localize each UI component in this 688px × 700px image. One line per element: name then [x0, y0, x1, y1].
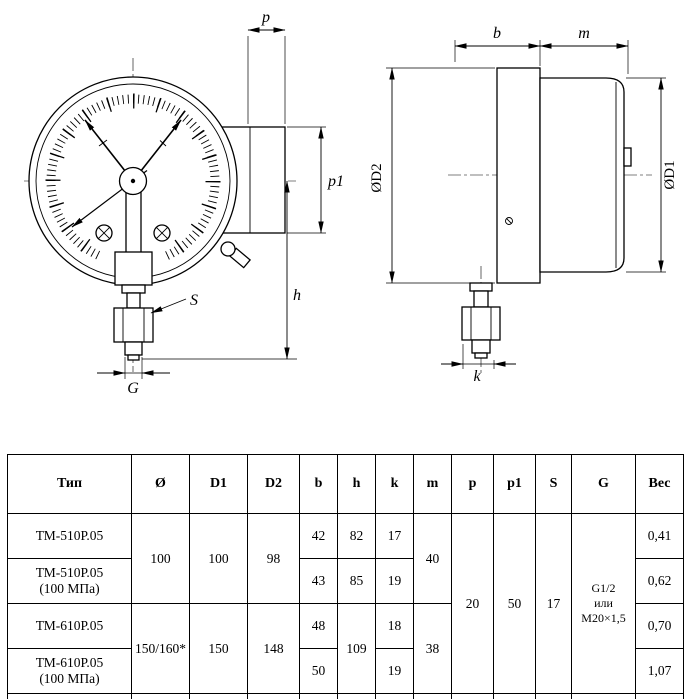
cell-d1: 150 [189, 603, 248, 694]
cell-b: 48 [299, 603, 338, 649]
cell-weight: 1,07 [635, 648, 684, 694]
dimensions-table: Тип Ø D1 D2 b h k m p p1 S G Вес ТМ-510Р… [7, 454, 684, 699]
cell-h: 109 [337, 603, 376, 694]
header-h: h [337, 454, 376, 514]
header-weight: Вес [635, 454, 684, 514]
dimension-d1: ØD1 [626, 77, 678, 273]
dim-label-d1: ØD1 [662, 160, 678, 189]
dim-label-g: G [127, 380, 139, 397]
dim-label-p: p [261, 9, 270, 26]
header-p: p [451, 454, 494, 514]
cell-k: 17 [375, 513, 414, 559]
front-view: p p1 h S G [24, 9, 344, 397]
header-d2: D2 [247, 454, 300, 514]
header-diameter: Ø [131, 454, 190, 514]
bezel-screw [505, 217, 513, 225]
dimension-b: b [454, 25, 541, 66]
dim-label-p1: p1 [327, 173, 344, 190]
cell-weight: 0,70 [635, 603, 684, 649]
cell-b: 42 [299, 513, 338, 559]
dim-label-m: m [578, 25, 590, 42]
cable-gland [220, 241, 252, 269]
dim-label-s: S [190, 292, 198, 309]
cell-type: ТМ-510Р.05 [7, 513, 132, 559]
table-row: ТМ-510Р.05 (100 МПа) 43 85 19 0,62 [7, 558, 684, 604]
header-p1: p1 [493, 454, 536, 514]
dimension-h: h [142, 180, 301, 360]
cell-diameter: 100 [131, 513, 190, 604]
cell-g: G1/2 или M20×1,5 [571, 513, 636, 694]
cell-k: 19 [375, 648, 414, 694]
dial-screw-right [153, 224, 171, 242]
cell-k: 18 [375, 603, 414, 649]
case [539, 77, 625, 273]
technical-drawing: p p1 h S G [24, 9, 678, 397]
cell-s: 17 [535, 513, 572, 694]
dimension-s: S [150, 292, 198, 314]
cell-h: 85 [337, 558, 376, 604]
header-type: Тип [7, 454, 132, 514]
header-s: S [535, 454, 572, 514]
dimension-k: k [441, 344, 516, 385]
cell-k: 19 [375, 558, 414, 604]
dimension-p: p [247, 9, 286, 124]
cell-p1: 50 [493, 513, 536, 694]
cell-d2: 98 [247, 513, 300, 604]
cell-type: ТМ-610Р.05 [7, 603, 132, 649]
bezel [496, 67, 541, 284]
cell-type: ТМ-610Р.05 (100 МПа) [7, 648, 132, 694]
dim-label-b: b [493, 25, 501, 42]
header-d1: D1 [189, 454, 248, 514]
header-row: Тип Ø D1 D2 b h k m p p1 S G Вес [7, 454, 684, 514]
hex-nut [113, 307, 154, 343]
header-k: k [375, 454, 414, 514]
table-row: ТМ-610Р.05 150/160* 150 148 48 109 18 38… [7, 603, 684, 694]
header-m: m [413, 454, 452, 514]
dim-label-d2: ØD2 [369, 163, 385, 192]
center-hub [118, 166, 148, 196]
cell-weight: 0,41 [635, 513, 684, 559]
dial-screw-left [95, 224, 113, 242]
table-row: ТМ-610Р.05 (100 МПа) 50 19 1,07 [7, 648, 684, 694]
header-b: b [299, 454, 338, 514]
dimension-d2: ØD2 [369, 67, 495, 284]
cell-type: ТМ-510Р.05 (100 МПа) [7, 558, 132, 604]
side-hex-nut [461, 306, 501, 341]
cell-d2: 148 [247, 603, 300, 694]
connection-stem [113, 284, 154, 361]
filler-plug [623, 147, 632, 167]
dim-label-k: k [473, 368, 481, 385]
cell-m: 40 [413, 513, 452, 604]
header-g: G [571, 454, 636, 514]
cell-diameter: 150/160* [131, 603, 190, 694]
dimension-p1: p1 [287, 126, 344, 234]
thread [124, 341, 143, 356]
movement-plate [114, 180, 153, 286]
cell-weight: 0,62 [635, 558, 684, 604]
side-view: b m ØD2 ØD1 k [369, 25, 678, 385]
cell-d1: 100 [189, 513, 248, 604]
cell-b: 43 [299, 558, 338, 604]
side-thread [471, 339, 491, 354]
dimension-g: G [97, 357, 170, 397]
cell-h: 82 [337, 513, 376, 559]
dimension-m: m [539, 25, 629, 74]
table-row: ТМ-510Р.05 100 100 98 42 82 17 40 20 50 … [7, 513, 684, 694]
table-row-cutoff [7, 693, 684, 699]
cell-b: 50 [299, 648, 338, 694]
cell-m: 38 [413, 603, 452, 694]
side-connection-stem [461, 282, 501, 359]
cell-p: 20 [451, 513, 494, 694]
dim-label-h: h [293, 287, 301, 304]
